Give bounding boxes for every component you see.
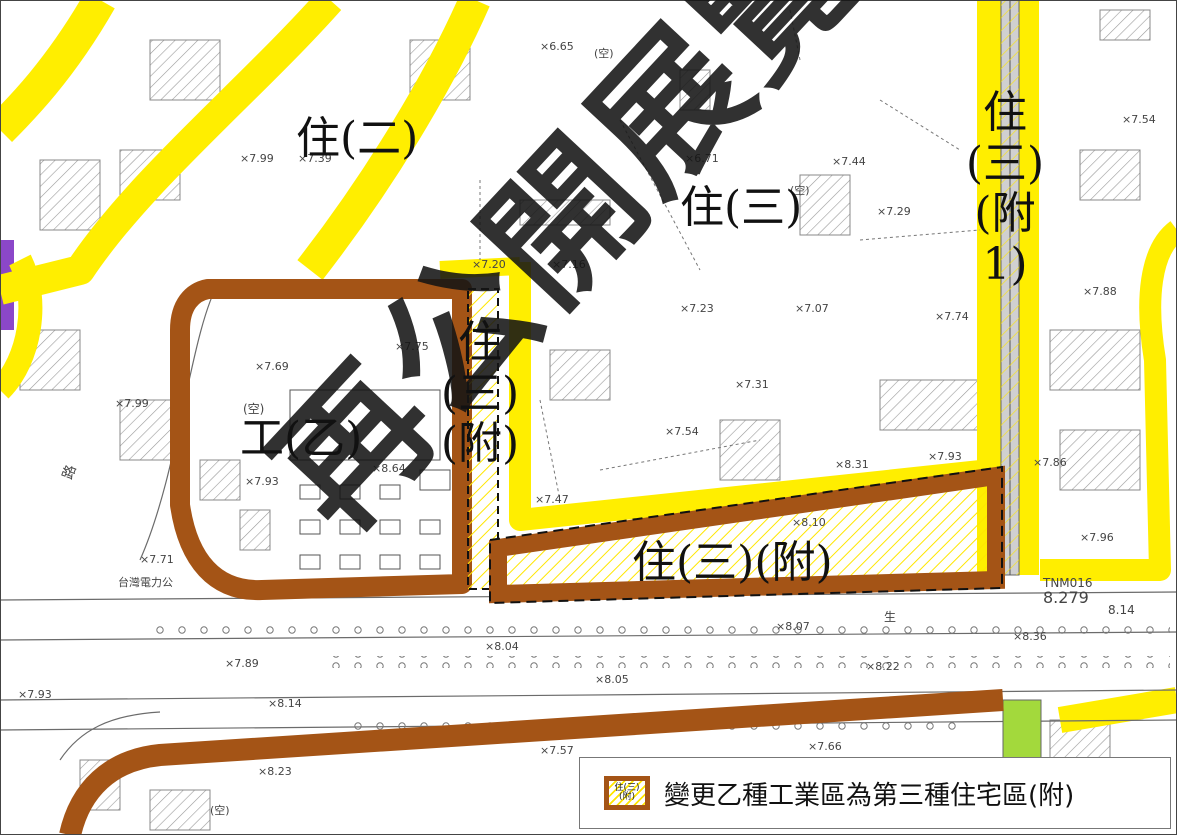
zone-label-industrial-b: 工(乙): [240, 413, 363, 464]
elevation-label: ×7.93: [928, 450, 962, 463]
elevation-label: ×6.65: [540, 40, 574, 53]
zone-label-line: (三): [440, 367, 520, 419]
zone-label-res3-fu-vertical: 住 (三) (附): [440, 317, 520, 470]
zone-label-line: (附1): [974, 188, 1036, 290]
zone-label-line: (三): [965, 137, 1045, 189]
elevation-label: ×7.88: [1083, 285, 1117, 298]
elevation-label: ×7.47: [535, 493, 569, 506]
elevation-label: ×7.54: [1122, 113, 1156, 126]
elevation-label: ×7.20: [472, 258, 506, 271]
parking-grid: [289, 389, 451, 570]
elevation-label: ×7.71: [140, 553, 174, 566]
elevation-label: ×7.31: [735, 378, 769, 391]
elevation-label: ×6.71: [685, 152, 719, 165]
elevation-label: ×7.66: [808, 740, 842, 753]
park-zone: [1002, 699, 1042, 759]
elevation-label: ×8.10: [792, 516, 826, 529]
elevation-label: ×8.64: [372, 462, 406, 475]
vacant-label: (空): [243, 402, 265, 416]
elevation-label: ×8.05: [595, 673, 629, 686]
elevation-label: ×7.23: [680, 302, 714, 315]
elevation-label: ×7.93: [18, 688, 52, 701]
elevation-label: ×7.89: [225, 657, 259, 670]
benchmark-height-2: 8.14: [1108, 603, 1135, 617]
zone-label-res3: 住(三): [680, 182, 803, 233]
elevation-label: ×7.07: [795, 302, 829, 315]
res3-fu-horizontal-strip: [489, 465, 1005, 605]
zone-label-line: 住: [458, 317, 502, 368]
elevation-label: ×7.99: [240, 152, 274, 165]
zone-label-res3-fu-strip: 住(三)(附): [632, 537, 833, 588]
company-label: 台灣電力公: [118, 576, 173, 589]
road-bands: [0, 0, 1177, 733]
vacant-label: (空): [594, 47, 614, 60]
vacant-label: (空): [210, 804, 230, 817]
zone-label-line: 住: [983, 87, 1027, 138]
legend-swatch: 住(三) (附): [604, 776, 650, 810]
elevation-label: ×7.57: [540, 744, 574, 757]
elevation-label: ×7.96: [1080, 531, 1114, 544]
elevation-label: ×7.16: [552, 258, 586, 271]
elevation-label: ×7.74: [935, 310, 969, 323]
benchmark-height: 8.279: [1043, 588, 1089, 607]
elevation-label: ×7.93: [245, 475, 279, 488]
elevation-label: ×7.69: [255, 360, 289, 373]
benchmark-label: TNM016: [1043, 576, 1093, 590]
elevation-label: ×7.75: [395, 340, 429, 353]
industrial-lower-band: [59, 689, 1004, 835]
elevation-label: ×7.44: [832, 155, 866, 168]
elevation-label: ×8.23: [258, 765, 292, 778]
vacant-label: (空): [790, 184, 810, 197]
elevation-label: ×8.36: [1013, 630, 1047, 643]
map-legend: 住(三) (附) 變更乙種工業區為第三種住宅區(附): [579, 757, 1171, 829]
elevation-label: ×7.54: [665, 425, 699, 438]
zone-label-res2: 住(二): [296, 113, 419, 164]
elevation-label: ×8.04: [485, 640, 519, 653]
elevation-label: ×7.86: [1033, 456, 1067, 469]
elevation-label: ×8.22: [866, 660, 900, 673]
zone-label-line: (附): [440, 418, 520, 470]
elevation-label: ×8.07: [776, 620, 810, 633]
parcel-lines: [479, 9, 981, 501]
legend-swatch-bottom: (附): [618, 792, 636, 802]
legend-text: 變更乙種工業區為第三種住宅區(附): [664, 780, 1075, 811]
elevation-label: ×7.99: [115, 397, 149, 410]
elevation-label: ×8.14: [268, 697, 302, 710]
elevation-label: ×8.31: [835, 458, 869, 471]
zone-label-res3-fu1: 住 (三) (附1): [965, 87, 1045, 290]
elevation-label: ×7.39: [298, 152, 332, 165]
elevation-label: ×7.29: [877, 205, 911, 218]
industrial-zone-boundary: [170, 279, 472, 601]
street-char: 生: [884, 610, 897, 624]
legend-swatch-top: 住(三): [614, 783, 640, 793]
